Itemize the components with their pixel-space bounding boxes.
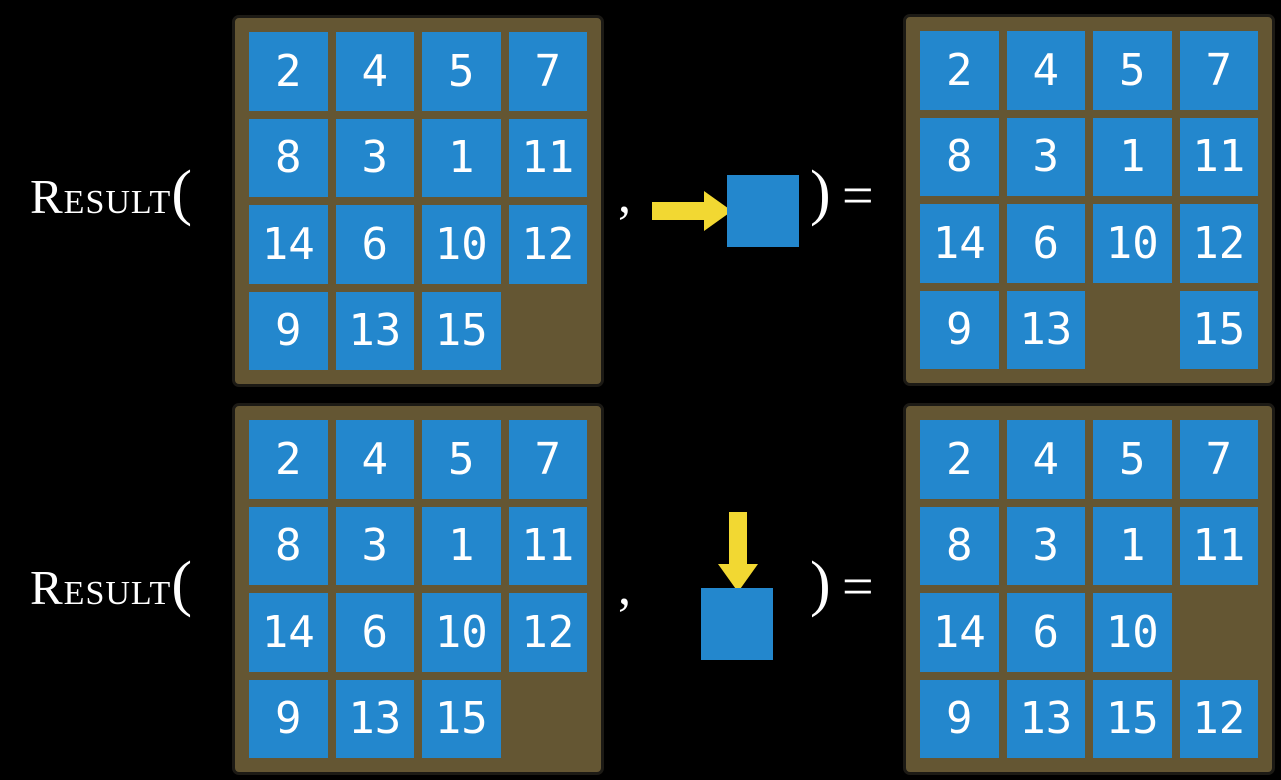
puzzle-tile-5: 5 [422,32,501,111]
puzzle-tile-3: 3 [1006,506,1085,585]
empty-cell [509,680,588,759]
comma-row2: , [618,559,631,616]
empty-cell [1093,291,1172,370]
result-function-label-2: Result( [30,553,192,615]
puzzle-tile-8: 8 [249,506,328,585]
open-paren: ( [171,550,192,618]
puzzle-tile-10: 10 [422,593,501,672]
puzzle-tile-8: 8 [249,118,328,197]
empty-cell [1180,593,1259,672]
puzzle-tile-2: 2 [920,31,999,110]
puzzle-tile-14: 14 [249,593,328,672]
puzzle-tile-7: 7 [1179,420,1258,499]
puzzle-tile-5: 5 [1093,31,1172,110]
function-name: Result [30,560,172,615]
puzzle-tile-12: 12 [1179,204,1258,283]
puzzle-tile-10: 10 [422,205,501,284]
puzzle-tile-3: 3 [335,118,414,197]
puzzle-tile-8: 8 [920,117,999,196]
puzzle-tile-8: 8 [920,506,999,585]
puzzle-tile-1: 1 [1093,506,1172,585]
puzzle-tile-12: 12 [508,205,587,284]
puzzle-tile-14: 14 [920,593,999,672]
puzzle-tile-13: 13 [335,291,414,370]
equals-sign-row2: = [842,556,874,618]
puzzle-tile-11: 11 [508,506,587,585]
move-down-arrow-icon [718,512,758,592]
puzzle-tile-15: 15 [422,291,501,370]
puzzle-tile-3: 3 [1006,117,1085,196]
puzzle-tile-2: 2 [249,32,328,111]
puzzle-tile-9: 9 [920,679,999,758]
comma-row1: , [618,167,631,224]
puzzle-tile-1: 1 [422,506,501,585]
puzzle-tile-3: 3 [335,506,414,585]
puzzle-tile-7: 7 [1179,31,1258,110]
puzzle-tile-11: 11 [1179,117,1258,196]
puzzle-tile-9: 9 [920,290,999,369]
result-function-label: Result( [30,162,192,224]
equals-sign-row1: = [842,165,874,227]
puzzle-tile-4: 4 [1006,31,1085,110]
puzzle-tile-13: 13 [1006,290,1085,369]
puzzle-tile-13: 13 [335,679,414,758]
puzzle-tile-15: 15 [1093,679,1172,758]
moved-tile-square-row2 [701,588,773,660]
puzzle-tile-9: 9 [249,679,328,758]
close-paren-row1: ) [810,159,831,227]
puzzle-tile-10: 10 [1093,204,1172,283]
puzzle-tile-12: 12 [508,593,587,672]
move-right-arrow-icon [652,191,732,231]
puzzle-tile-15: 15 [422,679,501,758]
puzzle-tile-4: 4 [335,32,414,111]
puzzle-tile-11: 11 [1179,506,1258,585]
puzzle-tile-1: 1 [1093,117,1172,196]
puzzle-tile-1: 1 [422,118,501,197]
puzzle-tile-6: 6 [335,205,414,284]
moved-tile-square-row1 [727,175,799,247]
puzzle-tile-12: 12 [1179,679,1258,758]
puzzle-tile-5: 5 [1093,420,1172,499]
puzzle-tile-9: 9 [249,291,328,370]
puzzle-tile-14: 14 [920,204,999,283]
puzzle-tile-2: 2 [249,420,328,499]
open-paren: ( [171,159,192,227]
function-name: Result [30,169,172,224]
puzzle-tile-7: 7 [508,420,587,499]
puzzle-tile-2: 2 [920,420,999,499]
puzzle-tile-10: 10 [1093,593,1172,672]
puzzle-tile-11: 11 [508,118,587,197]
puzzle-tile-14: 14 [249,205,328,284]
puzzle-tile-6: 6 [1006,593,1085,672]
puzzle-tile-15: 15 [1179,290,1258,369]
close-paren-row2: ) [810,550,831,618]
puzzle-tile-4: 4 [335,420,414,499]
puzzle-tile-7: 7 [508,32,587,111]
puzzle-tile-4: 4 [1006,420,1085,499]
puzzle-tile-6: 6 [1006,204,1085,283]
puzzle-tile-6: 6 [335,593,414,672]
puzzle-tile-5: 5 [422,420,501,499]
puzzle-tile-13: 13 [1006,679,1085,758]
empty-cell [509,292,588,371]
